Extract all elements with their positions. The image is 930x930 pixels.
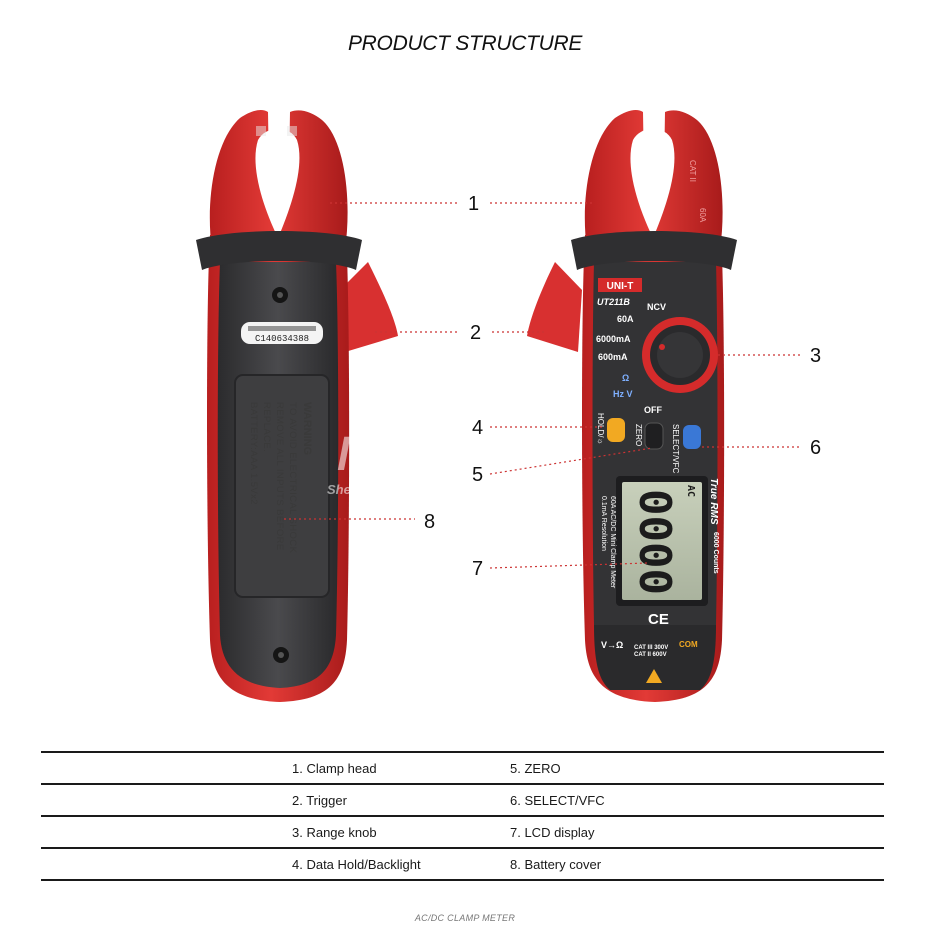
leader-7 [489, 562, 649, 569]
range-off: OFF [644, 405, 662, 415]
warning-title: WARNING [301, 402, 313, 455]
legend-row: 1. Clamp head 5. ZERO [41, 752, 884, 784]
legend-item-4: 4. Data Hold/Backlight [292, 856, 421, 872]
warning-line-2: REMOVE ALL INPUTS BEFORE [274, 402, 285, 551]
warning-line-1: TO AVOID ELECTRICAL SHOCK [287, 402, 298, 554]
terminal-cat-ii: CAT II 600V [634, 652, 667, 658]
select-button[interactable] [683, 425, 701, 449]
range-60a: 60A [617, 314, 634, 324]
callout-1: 1 [468, 193, 479, 215]
lcd-display [622, 482, 702, 600]
terminal-cat-iii: CAT III 300V [634, 645, 668, 651]
legend-row: 4. Data Hold/Backlight 8. Battery cover [41, 848, 884, 880]
product-figure: C140634388 WARNING TO AVOID ELECTRICAL S… [196, 110, 821, 702]
rms-label: True RMS [708, 478, 719, 525]
callout-4: 4 [472, 417, 483, 439]
hold-button[interactable] [607, 418, 625, 442]
jaw-rating-1: CAT II [688, 160, 697, 182]
legend-item-7: 7. LCD display [510, 824, 595, 840]
page-title: PRODUCT STRUCTURE [347, 32, 583, 55]
range-600ma: 600mA [598, 352, 628, 362]
serial-number: C140634388 [255, 334, 309, 344]
legend-item-2: 2. Trigger [292, 792, 347, 808]
device-description: 60A AC/DC Mini Clamp Meter [609, 496, 616, 589]
model-label: UT211B [597, 297, 630, 307]
device-front: CAT II 60A UNI-T UT211B NCV 60A 6000mA 6… [527, 110, 737, 702]
callout-2: 2 [470, 322, 481, 344]
range-6000ma: 6000mA [596, 334, 631, 344]
device-back: C140634388 WARNING TO AVOID ELECTRICAL S… [196, 110, 398, 702]
range-knob[interactable] [642, 317, 718, 393]
range-ncv: NCV [647, 302, 666, 312]
callout-3: 3 [810, 345, 821, 367]
zero-button[interactable] [644, 422, 664, 450]
lcd-digits: 0000 [629, 489, 680, 595]
warning-line-3: REPLACE. [261, 402, 272, 452]
resolution-label: 0.1mA Resolution [600, 496, 607, 551]
callout-5: 5 [472, 464, 483, 486]
brand-logo: UNI-T [607, 281, 634, 292]
hold-label: HOLD/☼ [596, 413, 605, 445]
battery-cover [234, 374, 330, 598]
jaw-current: 60A [698, 208, 707, 223]
callout-7: 7 [472, 558, 483, 580]
legend-item-6: 6. SELECT/VFC [510, 792, 605, 808]
counts-label: 6000 Counts [712, 532, 719, 574]
ce-mark: CE [648, 611, 669, 628]
leader-5 [489, 447, 653, 475]
watermark: NKTECH Shenzhen Nuokai Technology Co.,Lt… [327, 428, 573, 497]
trigger-front [527, 262, 582, 352]
terminal-symbols: V→Ω [601, 640, 623, 650]
legend-item-1: 1. Clamp head [292, 760, 377, 776]
range-ohm: Ω [622, 373, 629, 383]
lcd-mode: AC [685, 485, 696, 497]
warning-triangle-icon [646, 669, 662, 683]
callout-6: 6 [810, 437, 821, 459]
legend-item-3: 3. Range knob [292, 824, 377, 840]
warning-line-4: BATTERY:AAA 1.5Vx2 [248, 402, 259, 505]
callouts [284, 202, 800, 569]
watermark-brand: NKTECH [337, 428, 573, 481]
zero-label: ZERO [634, 424, 643, 446]
legend-row: 2. Trigger 6. SELECT/VFC [41, 784, 884, 816]
select-label: SELECT/VFC [671, 424, 680, 474]
watermark-company: Shenzhen Nuokai Technology Co.,Ltd [327, 482, 561, 497]
terminal-com: COM [679, 640, 698, 649]
trigger-back [340, 262, 398, 352]
legend-row: 3. Range knob 7. LCD display [41, 816, 884, 848]
range-hzv: Hz V [613, 389, 633, 399]
footer-caption: AC/DC CLAMP METER [414, 913, 516, 923]
callout-8: 8 [424, 511, 435, 533]
legend-item-8: 8. Battery cover [510, 856, 602, 872]
legend-item-5: 5. ZERO [510, 760, 561, 776]
parts-legend: 1. Clamp head 5. ZERO 2. Trigger 6. SELE… [41, 751, 884, 881]
